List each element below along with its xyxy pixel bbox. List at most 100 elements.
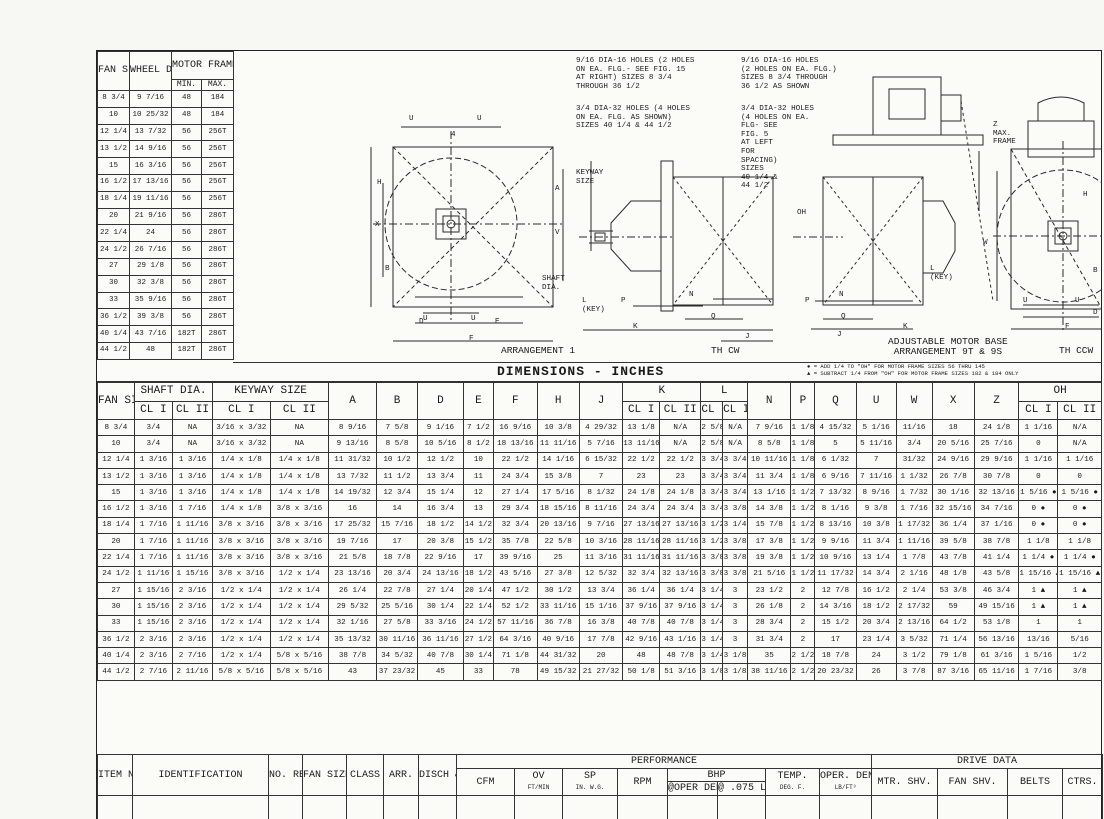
table-cell-blank[interactable] xyxy=(818,795,873,819)
table-cell: 3/8 x 3/16 xyxy=(212,565,271,583)
dim-letter-u-3: U xyxy=(423,315,428,323)
min-header: MIN. xyxy=(171,79,202,91)
table-cell: 61 3/16 xyxy=(973,647,1020,665)
table-cell-blank[interactable] xyxy=(1062,795,1104,819)
table-cell: 10 3/16 xyxy=(578,533,624,551)
table-cell: 11 1/2 xyxy=(375,467,419,486)
dim-letter-u-1: U xyxy=(409,115,414,123)
table-cell-blank[interactable] xyxy=(456,795,515,819)
dimensions-title-bar: DIMENSIONS - INCHES ● = ADD 1/4 TO "OH" … xyxy=(97,362,1102,382)
table-cell: 31 11/16 xyxy=(659,549,702,567)
table-cell: 11 xyxy=(462,467,495,486)
table-cell: 15 7/16 xyxy=(375,516,419,535)
table-cell-blank[interactable] xyxy=(667,795,718,819)
dim-letter-p-1: P xyxy=(621,297,626,305)
table-cell: 1 7/8 xyxy=(895,549,933,567)
table-cell: 1/2 x 1/4 xyxy=(212,581,271,600)
table-cell: 1/4 x 1/8 xyxy=(212,467,271,486)
table-cell: 48 xyxy=(622,647,661,665)
table-cell: 64 1/2 xyxy=(931,614,975,632)
table-cell: 12 5/32 xyxy=(578,565,624,583)
table-cell: 1 1/2 xyxy=(790,516,816,535)
table-cell-blank[interactable] xyxy=(268,795,303,819)
table-cell: 1/4 x 1/8 xyxy=(212,451,271,469)
table-cell: 13 1/16 xyxy=(747,484,792,502)
table-cell: 40 9/16 xyxy=(536,630,580,649)
table-cell: 18 1/2 xyxy=(855,598,897,616)
table-cell: 10 xyxy=(97,435,135,453)
table-cell: 40 7/8 xyxy=(659,614,702,632)
table-cell-blank[interactable] xyxy=(97,795,133,819)
table-cell: NA xyxy=(171,418,214,437)
table-cell: 8 11/16 xyxy=(578,500,624,518)
table-cell: 23 13/16 xyxy=(328,565,377,583)
table-cell: 3/8 xyxy=(1057,663,1102,681)
table-cell: 32 15/16 xyxy=(931,500,975,518)
table-cell: 256T xyxy=(201,173,234,192)
table-cell: 53 1/8 xyxy=(973,614,1020,632)
table-cell-blank[interactable] xyxy=(765,795,820,819)
table-cell-blank[interactable] xyxy=(514,795,563,819)
table-cell-blank[interactable] xyxy=(1007,795,1064,819)
table-cell: 182T xyxy=(171,325,202,343)
table-cell: 2 1/16 xyxy=(895,565,933,583)
table-cell-blank[interactable] xyxy=(937,795,1009,819)
table-cell: 39 3/8 xyxy=(129,308,172,327)
table-cell: 9 9/16 xyxy=(814,533,857,551)
dim-letter-q-left: Q xyxy=(711,313,716,321)
table-cell-blank[interactable] xyxy=(617,795,668,819)
table-cell: N/A xyxy=(1057,435,1102,453)
table-cell: 19 7/16 xyxy=(328,533,377,551)
table-cell: 4 29/32 xyxy=(578,418,624,437)
table-cell: 1 11/16 xyxy=(895,533,933,551)
table-cell: 56 xyxy=(171,308,202,327)
table-cell: 56 xyxy=(171,274,202,293)
table-cell-blank[interactable] xyxy=(302,795,347,819)
table-cell: 3 1/2 xyxy=(895,647,933,665)
table-cell: 27 1/4 xyxy=(417,581,464,600)
table-cell: 1 5/16 xyxy=(1018,647,1059,665)
table-cell-blank[interactable] xyxy=(383,795,419,819)
table-cell: 1 1/8 xyxy=(1018,533,1059,551)
table-cell: 10 xyxy=(97,106,130,125)
table-cell-blank[interactable] xyxy=(418,795,457,819)
table-cell: 3 1/4 xyxy=(722,516,749,535)
bhp-std-header: @ .075 LB/FT³ xyxy=(717,781,766,796)
table-cell: 3/8 x 3/16 xyxy=(212,549,271,567)
table-cell: 11 3/4 xyxy=(855,533,897,551)
table-cell: 56 xyxy=(171,190,202,209)
dim-letter-w: W xyxy=(983,239,988,247)
table-cell: 2 xyxy=(790,614,816,632)
table-cell: 17 3/8 xyxy=(747,533,792,551)
table-cell: 17 xyxy=(462,549,495,567)
th-ccw-label: TH CCW xyxy=(1059,345,1094,356)
table-cell-blank[interactable] xyxy=(717,795,766,819)
table-cell-blank[interactable] xyxy=(346,795,384,819)
table-cell: 22 7/8 xyxy=(375,581,419,600)
table-cell: 5 1/16 xyxy=(855,418,897,437)
performance-rows xyxy=(97,795,1104,819)
table-cell-blank[interactable] xyxy=(562,795,618,819)
side-view-cw xyxy=(579,160,774,342)
table-cell: 22 1/4 xyxy=(97,224,130,243)
table-cell: 17 13/16 xyxy=(129,173,172,192)
table-cell: 18 1/4 xyxy=(97,516,135,535)
table-cell: 1/2 x 1/4 xyxy=(269,598,330,616)
dim-letter-u-4: U xyxy=(471,315,476,323)
table-cell-blank[interactable] xyxy=(132,795,269,819)
table-cell: 13 3/4 xyxy=(417,467,464,486)
table-cell: 16 9/16 xyxy=(493,418,538,437)
dimensions-table: FAN SIZE SHAFT DIA. KEYWAY SIZE A B D E … xyxy=(97,382,1102,681)
table-cell-blank[interactable] xyxy=(871,795,939,819)
table-cell: 26 1/8 xyxy=(747,598,792,616)
dims-e-header: E xyxy=(462,382,495,420)
table-cell: N/A xyxy=(659,435,702,453)
table-cell: 35 7/8 xyxy=(493,533,538,551)
table-cell: 286T xyxy=(201,274,234,293)
dims-x-header: X xyxy=(931,382,975,420)
table-cell: 40 1/4 xyxy=(97,647,135,665)
